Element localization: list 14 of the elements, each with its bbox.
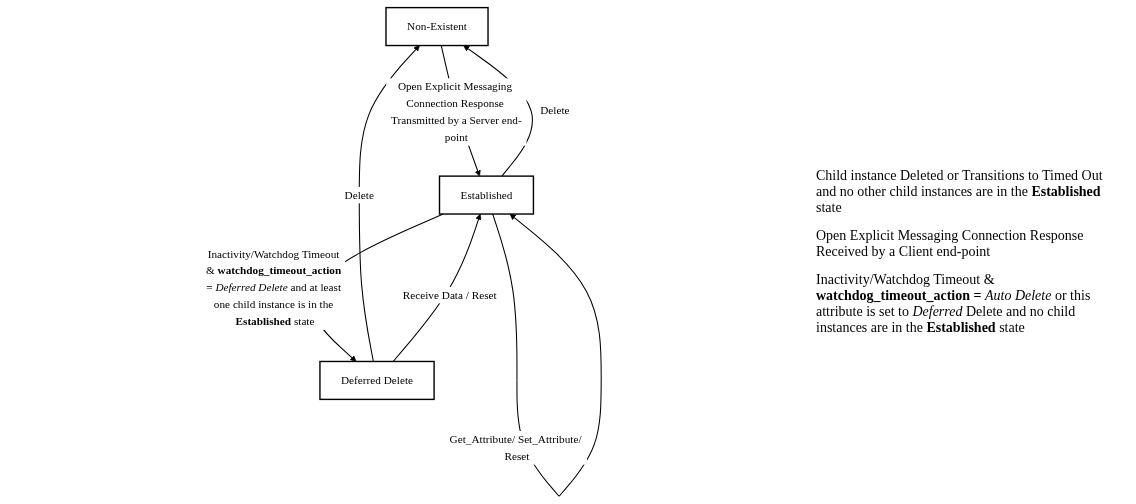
edge-label: Get_Attribute/ Set_Attribute/ Reset [449, 433, 582, 462]
edge-label: Open Explicit Messaging Connection Response Transmitted by a Server end-point [391, 80, 522, 143]
arrow [358, 45, 420, 362]
node-box: Established [438, 175, 535, 215]
node-box: Deferred Delete [319, 360, 435, 401]
note-text: Open Explicit Messaging Connection Response Received by a Client end-point [816, 228, 1085, 260]
arrow [392, 213, 482, 362]
edge-label: Delete [344, 188, 374, 201]
note-text: Child instance Deleted or Transitions to Timed Out and no other child instances are in the Established state [816, 168, 1104, 216]
edge-label: Receive Data / Reset [402, 288, 497, 301]
edge-label: Inactivity/Watchdog Timeout & watchdog_timeout_action = Deferred Delete and at least one child instance is in the Established state [206, 247, 342, 328]
node-box: Non-Existent [385, 6, 489, 47]
edge-label: Delete [540, 104, 570, 117]
note-text: Inactivity/Watchdog Timeout & watchdog_timeout_action = Auto Delete or this attribute is set to Deferred Delete and no child instances are in the Established state [816, 272, 1092, 336]
